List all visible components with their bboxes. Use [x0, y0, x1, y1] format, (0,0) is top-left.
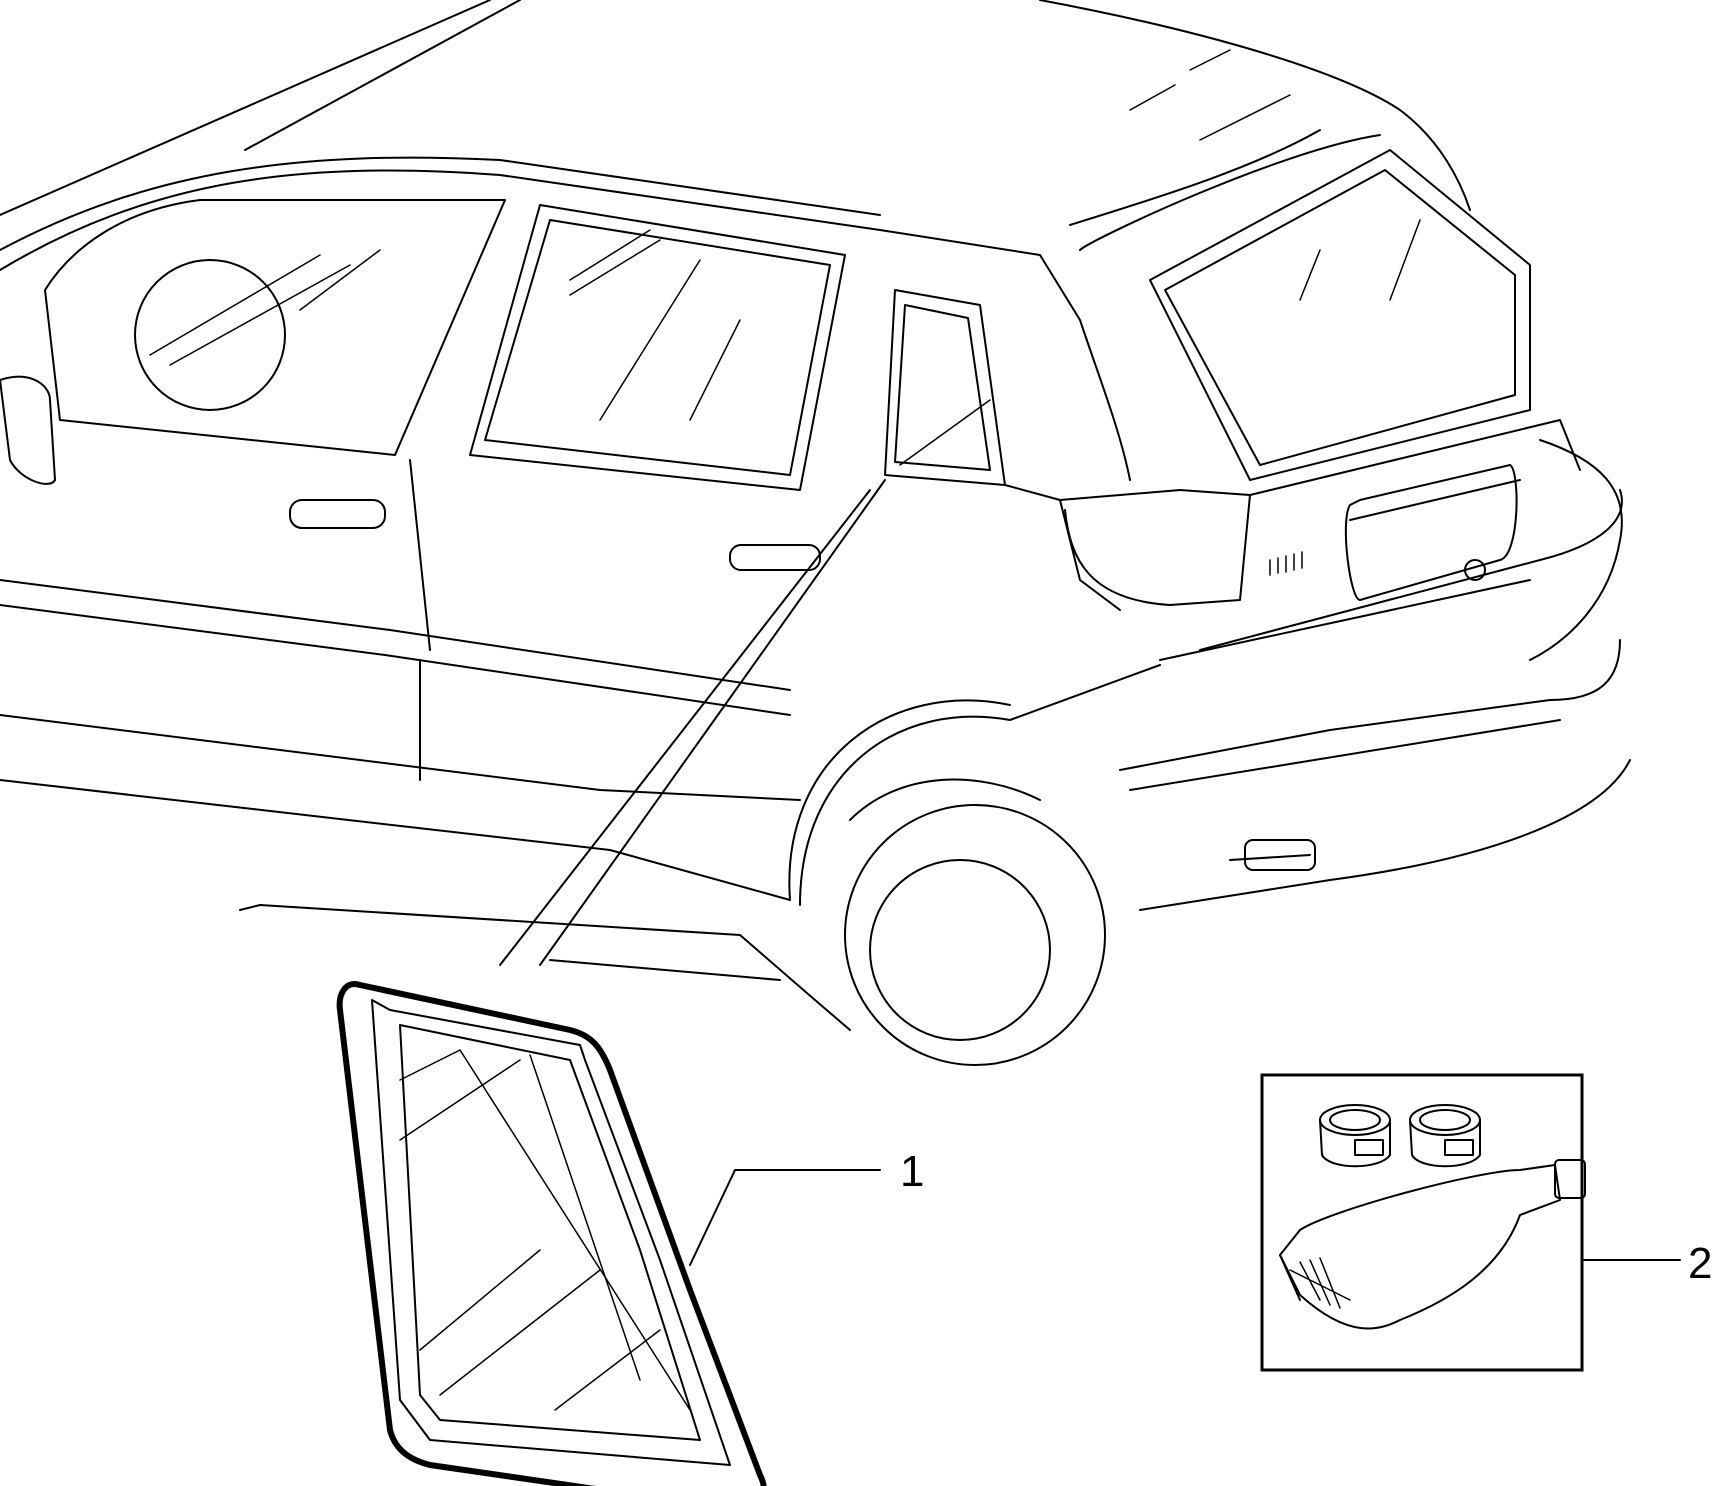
adhesive-kit	[1260, 1073, 1586, 1372]
callout-1: 1	[689, 1147, 924, 1266]
rear-quarter-glass	[336, 479, 886, 1486]
callout-1-label: 1	[900, 1147, 924, 1196]
car-illustration	[0, 0, 1631, 1066]
callout-2-label: 2	[1688, 1239, 1712, 1288]
callout-2: 2	[1583, 1239, 1712, 1288]
